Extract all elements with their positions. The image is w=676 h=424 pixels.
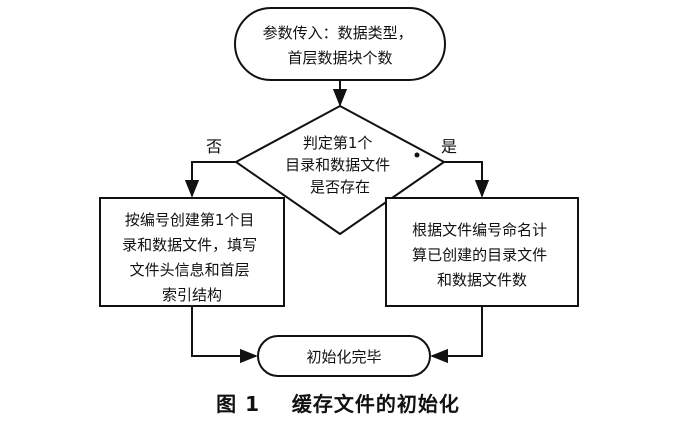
connector-left-end <box>191 306 258 364</box>
count-files-text: 根据文件编号命名计 算已创建的目录文件 和数据文件数 <box>412 221 552 289</box>
figure-title: 缓存文件的初始化 <box>291 392 460 416</box>
decision-dot <box>414 152 420 158</box>
decision-text: 判定第1个 目录和数据文件 是否存在 <box>285 134 395 196</box>
no-label: 否 <box>206 137 222 156</box>
end-terminator <box>257 335 431 377</box>
figure-number: 图 1 <box>216 392 261 416</box>
end-text: 初始化完毕 <box>306 348 381 366</box>
connector-decision-yes <box>444 161 490 198</box>
connector-decision-no <box>184 161 236 198</box>
create-files-box <box>99 197 285 307</box>
create-files-text: 按编号创建第1个目 录和数据文件，填写 文件头信息和首层 索引结构 <box>122 211 262 304</box>
yes-label: 是 <box>441 137 457 156</box>
connector-right-end <box>430 306 483 364</box>
start-text: 参数传入：数据类型， 首层数据块个数 <box>263 24 418 67</box>
decision-diamond <box>234 104 446 236</box>
count-files-box <box>385 197 579 307</box>
figure-caption: 图 1 缓存文件的初始化 <box>0 388 676 417</box>
start-terminator <box>234 7 446 81</box>
